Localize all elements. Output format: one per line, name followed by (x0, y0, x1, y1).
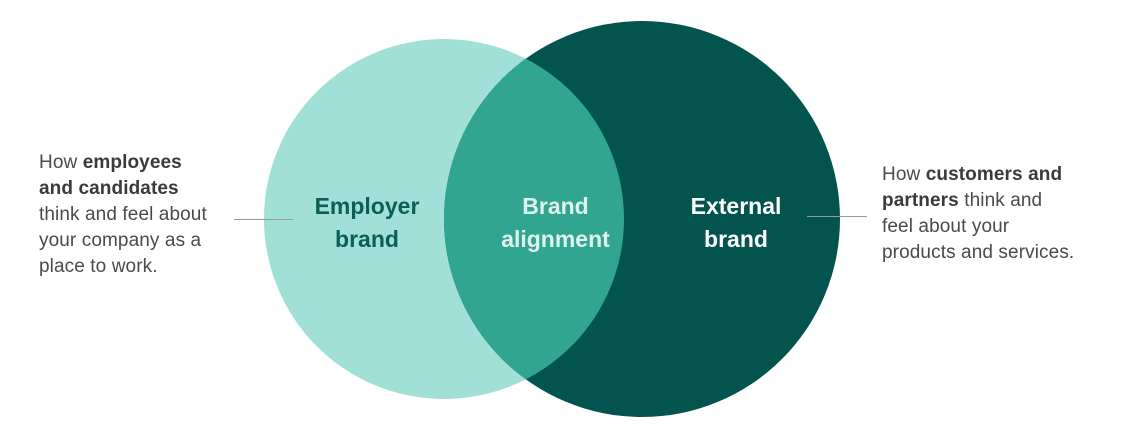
employer-brand-description: How employees and candidates think and f… (39, 152, 207, 277)
right-connector-line (807, 216, 867, 217)
customers-emphasis: customers and (925, 164, 1063, 185)
employer-brand-label: Employer brand (314, 193, 420, 252)
brand-alignment-label: Brand alignment (501, 193, 610, 252)
external-brand-description: How customers and partners think and fee… (882, 164, 1075, 263)
external-brand-label: External brand (690, 193, 782, 252)
employees-emphasis: employees (82, 152, 182, 173)
brand-alignment-overlap (444, 39, 624, 399)
candidates-emphasis: and candidates (39, 178, 179, 199)
partners-emphasis: partners (882, 190, 959, 211)
left-connector-line (234, 219, 293, 220)
